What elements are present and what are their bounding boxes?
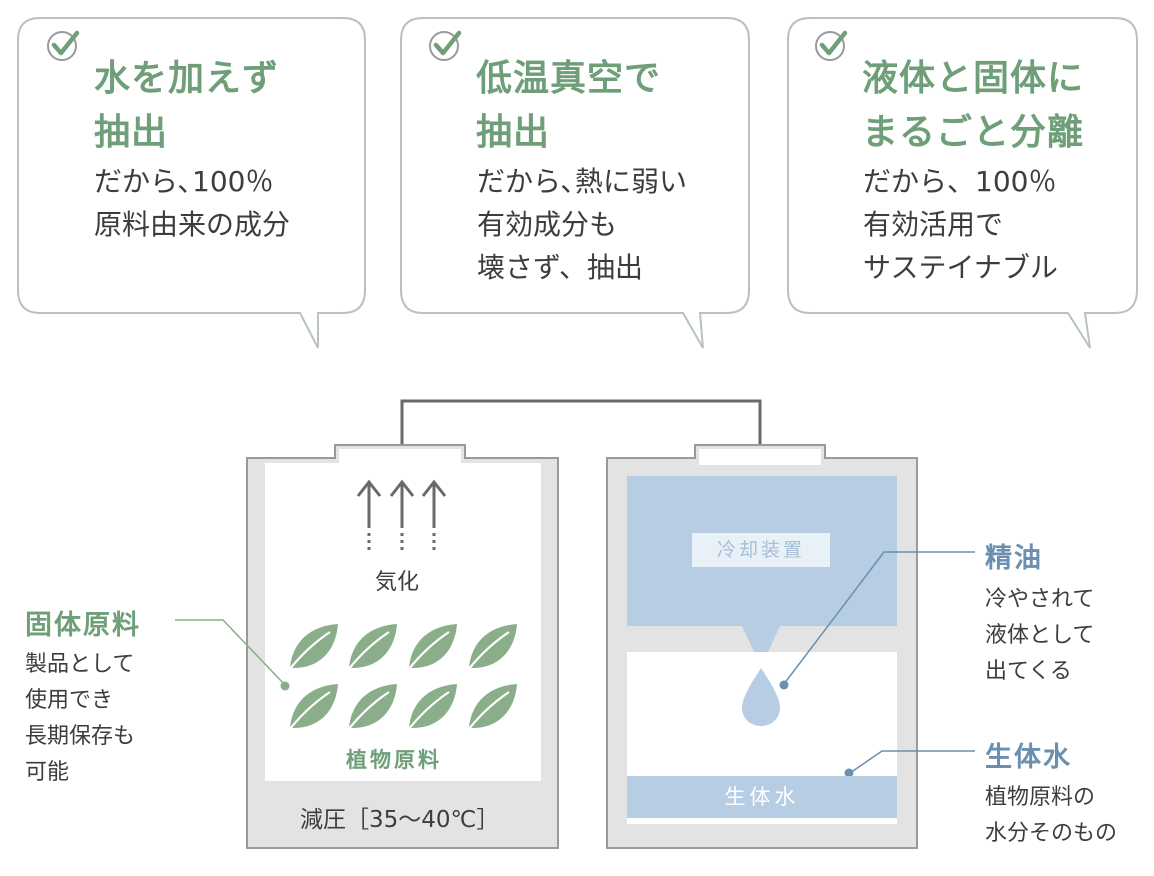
check-circle-icon [429, 30, 462, 61]
oil-callout-desc: 冷やされて 液体として 出てくる [985, 587, 1095, 684]
bubble-outline-3 [787, 17, 1138, 349]
vapor-arrows [356, 479, 447, 552]
oil-callout-line [783, 551, 975, 685]
solid-callout-desc: 製品として 使用でき 長期保存も 可能 [25, 652, 136, 785]
bubble-1: 水を加えず 抽出 [46, 18, 396, 313]
bubble-body: だから、100％ 有効活用で サステイナブル [863, 165, 1058, 284]
vapor-label: 気化 [375, 570, 420, 595]
check-circle-icon [815, 30, 848, 61]
bubble-heading: 水を加えず 抽出 [94, 58, 280, 153]
left-tank [246, 444, 559, 849]
solid-callout-line [175, 619, 286, 686]
bubble-2: 低温真空で 抽出 [428, 18, 778, 313]
bubble-body: だから､熱に弱い 有効成分も 壊さず、抽出 [477, 165, 688, 284]
oil-callout-title: 精油 [985, 543, 1043, 574]
solid-callout-title: 固体原料 [25, 610, 141, 641]
pressure-label: 減圧［35～40℃］ [300, 807, 500, 833]
bubble-body: だから､100％ 原料由来の成分 [94, 165, 291, 241]
bubble-heading: 液体と固体に まるごと分離 [862, 58, 1085, 153]
bubble-outline-2 [400, 17, 750, 349]
cooler-label: 冷却装置 [692, 533, 830, 567]
bubble-3: 液体と固体に まるごと分離 [814, 18, 1154, 313]
water-bar-label: 生体水 [627, 776, 897, 818]
bubble-heading: 低温真空で 抽出 [476, 58, 662, 153]
check-circle-icon [47, 30, 80, 61]
bubble-outline-1 [17, 17, 366, 349]
water-callout-line [849, 750, 975, 774]
water-callout-title: 生体水 [985, 742, 1072, 773]
water-callout-desc: 植物原料の 水分そのもの [985, 785, 1118, 846]
plant-label: 植物原料 [346, 748, 442, 772]
